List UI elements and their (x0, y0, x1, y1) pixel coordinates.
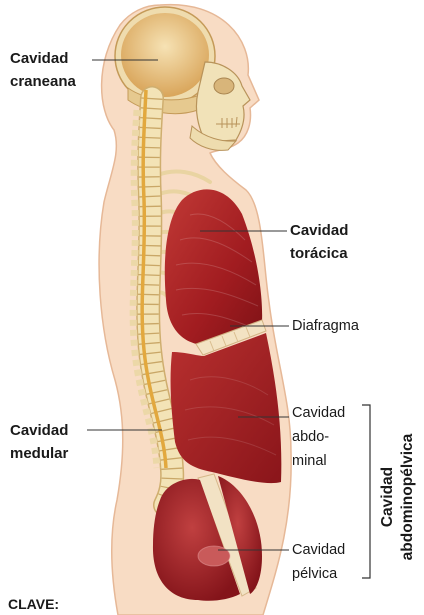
label-spinal-line2: medular (10, 442, 68, 465)
label-thoracic-cavity: Cavidad torácica (290, 219, 348, 265)
label-pelvic-cavity: Cavidad pélvica (292, 538, 345, 586)
label-abdominal-cavity: Cavidad abdo- minal (292, 401, 345, 473)
label-thoracic-line2: torácica (290, 242, 348, 265)
label-pelvic-line2: pélvica (292, 562, 345, 586)
label-abdominopelvic-line2: abdominopélvica (398, 417, 418, 577)
label-cranial-line2: craneana (10, 70, 76, 93)
label-diaphragm-line1: Diafragma (292, 314, 359, 338)
label-abdominopelvic-line1: Cavidad (378, 417, 398, 577)
label-abdominal-line2: abdo- (292, 425, 345, 449)
eye-socket (214, 78, 234, 94)
label-cranial-cavity: Cavidad craneana (10, 47, 76, 93)
abdominopelvic-bracket (362, 405, 370, 578)
bladder (198, 546, 230, 566)
cranial-cavity (121, 13, 209, 97)
label-abdominopelvic-cavity: Cavidad abdominopélvica (378, 417, 418, 577)
label-abdominal-line1: Cavidad (292, 401, 345, 425)
label-abdominal-line3: minal (292, 449, 345, 473)
label-cranial-line1: Cavidad (10, 47, 76, 70)
label-pelvic-line1: Cavidad (292, 538, 345, 562)
label-diaphragm: Diafragma (292, 314, 359, 338)
key-heading: CLAVE: (8, 595, 59, 613)
label-thoracic-line1: Cavidad (290, 219, 348, 242)
label-spinal-cavity: Cavidad medular (10, 419, 68, 465)
label-spinal-line1: Cavidad (10, 419, 68, 442)
